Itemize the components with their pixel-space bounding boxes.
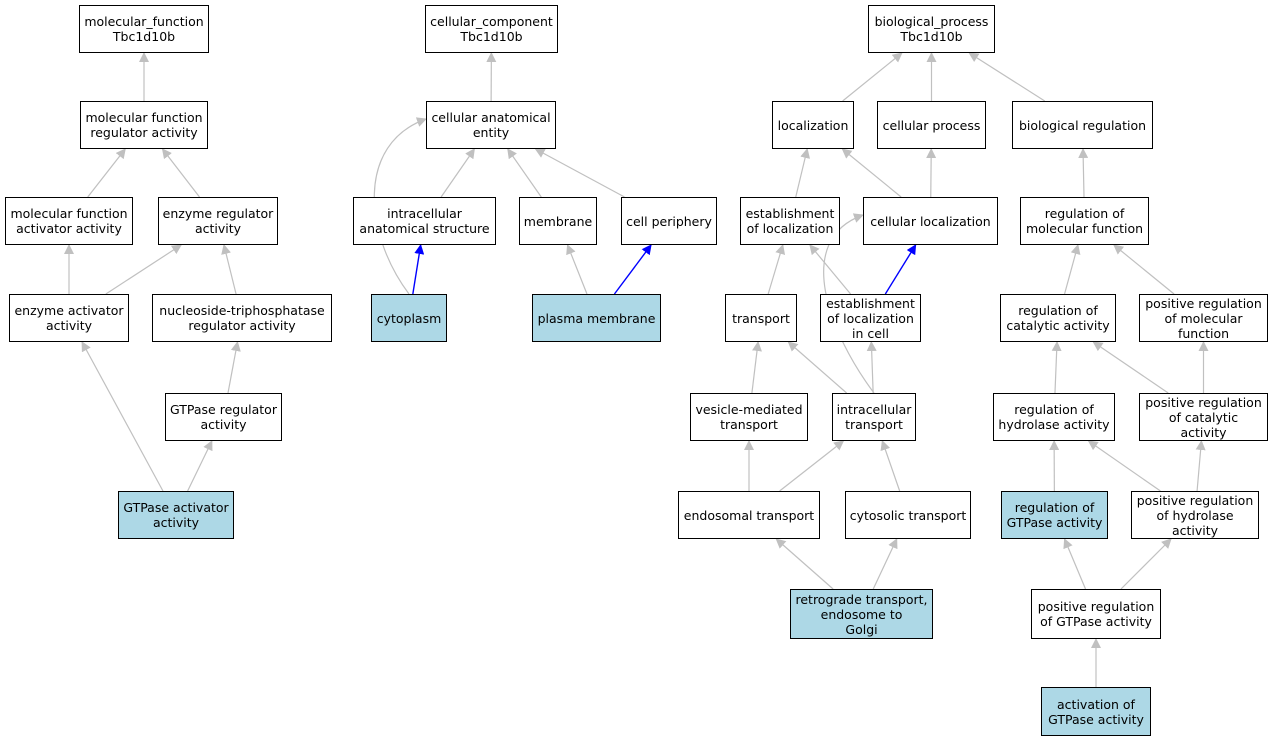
edge-intra_trans-to-cell_loc [823, 213, 875, 394]
node-cytosolic-transport[interactable]: cytosolic transport [845, 491, 971, 539]
edge-reg_cat-to-reg_mf [1063, 244, 1081, 295]
node-biological-regulation[interactable]: biological regulation [1012, 101, 1153, 149]
node-molecular-function-activator-activity[interactable]: molecular function activator activity [5, 197, 133, 245]
node-nucleoside-triphosphatase-regulator-activity[interactable]: nucleoside-triphosphatase regulator acti… [152, 294, 332, 342]
node-regulation-of-catalytic-activity[interactable]: regulation of catalytic activity [1000, 294, 1116, 342]
node-positive-regulation-of-catalytic-activity[interactable]: positive regulation of catalytic activit… [1139, 393, 1268, 441]
edge-est_loc-to-localization [795, 148, 811, 198]
node-regulation-of-gtpase-activity[interactable]: regulation of GTPase activity [1001, 491, 1108, 539]
node-localization[interactable]: localization [772, 101, 854, 149]
node-cellular-process[interactable]: cellular process [877, 101, 986, 149]
edge-cytoplasm-to-cae [373, 117, 427, 295]
node-enzyme-regulator-activity[interactable]: enzyme regulator activity [158, 197, 278, 245]
node-positive-regulation-of-molecular-function[interactable]: positive regulation of molecular functio… [1139, 294, 1268, 342]
edge-pos_reg_gtpase-to-pos_reg_hyd [1120, 538, 1172, 590]
node-vesicle-mediated-transport[interactable]: vesicle-mediated transport [690, 393, 808, 441]
node-regulation-of-hydrolase-activity[interactable]: regulation of hydrolase activity [993, 393, 1115, 441]
node-positive-regulation-of-gtpase-activity[interactable]: positive regulation of GTPase activity [1031, 589, 1161, 639]
edge-pos_reg_hyd-to-pos_reg_cat [1195, 440, 1206, 492]
edge-cell_periphery-to-cae [534, 148, 625, 198]
edge-membrane-to-cae [507, 148, 542, 198]
edge-intra_trans-to-transport [787, 341, 848, 394]
node-establishment-of-localization-in-cell[interactable]: establishment of localization in cell [820, 294, 921, 342]
edge-reg_mf-to-bio_reg [1078, 148, 1089, 198]
edge-pos_reg_hyd-to-reg_hyd [1087, 440, 1161, 492]
node-cellular-anatomical-entity[interactable]: cellular anatomical entity [426, 101, 556, 149]
edge-ntp_reg-to-enz_reg [221, 244, 237, 295]
edge-gtpase_act-to-enz_act [81, 341, 164, 492]
edge-cytosolic-to-intra_trans [880, 440, 901, 492]
edge-endosomal-to-intra_trans [779, 440, 845, 492]
edge-reg_hyd-to-reg_cat [1051, 341, 1062, 394]
node-molecular-function-root[interactable]: molecular_function Tbc1d10b [79, 5, 209, 53]
node-gtpase-activator-activity[interactable]: GTPase activator activity [118, 491, 234, 539]
node-cellular-localization[interactable]: cellular localization [863, 197, 998, 245]
edge-cytoplasm-to-ias [412, 244, 425, 295]
node-gtpase-regulator-activity[interactable]: GTPase regulator activity [165, 393, 282, 441]
edge-pos_reg_mf-to-reg_mf [1113, 244, 1175, 295]
edge-est_loc_cell-to-cell_loc [884, 244, 917, 295]
node-cytoplasm[interactable]: cytoplasm [371, 294, 447, 342]
node-molecular-function-regulator-activity[interactable]: molecular function regulator activity [80, 101, 208, 149]
edge-est_loc_cell-to-est_loc [809, 244, 852, 295]
edge-retrograde-to-cytosolic [872, 538, 898, 590]
edge-pos_reg_gtpase-to-reg_gtpase [1063, 538, 1087, 590]
node-intracellular-transport[interactable]: intracellular transport [832, 393, 916, 441]
edge-transport-to-est_loc [767, 244, 786, 295]
node-establishment-of-localization[interactable]: establishment of localization [740, 197, 840, 245]
edge-pos_reg_cat-to-reg_cat [1092, 341, 1169, 394]
edge-cell_loc-to-localization [841, 148, 902, 198]
node-cellular-component-root[interactable]: cellular_component Tbc1d10b [425, 5, 558, 53]
edge-ias-to-cae [440, 148, 475, 198]
edge-bio_reg-to-bp_root [968, 52, 1046, 102]
edge-enz_reg-to-mf_reg [161, 148, 200, 198]
edge-plasma_membrane-to-membrane [566, 244, 588, 295]
node-enzyme-activator-activity[interactable]: enzyme activator activity [9, 294, 129, 342]
node-transport[interactable]: transport [725, 294, 797, 342]
node-endosomal-transport[interactable]: endosomal transport [678, 491, 820, 539]
node-retrograde-transport-endosome-to-golgi[interactable]: retrograde transport, endosome to Golgi [790, 589, 933, 639]
edge-vesicle-to-transport [751, 341, 762, 394]
edge-enz_act-to-enz_reg [105, 244, 182, 295]
node-positive-regulation-of-hydrolase-activity[interactable]: positive regulation of hydrolase activit… [1131, 491, 1259, 539]
node-plasma-membrane[interactable]: plasma membrane [532, 294, 661, 342]
edge-gtpase_reg-to-ntp_reg [227, 341, 241, 394]
edge-plasma_membrane-to-cell_periphery [613, 244, 652, 295]
edge-retrograde-to-endosomal [775, 538, 834, 590]
node-intracellular-anatomical-structure[interactable]: intracellular anatomical structure [353, 197, 496, 245]
edge-mf_act-to-mf_reg [87, 148, 126, 198]
edge-intra_trans-to-est_loc_cell [866, 341, 877, 394]
node-membrane[interactable]: membrane [519, 197, 597, 245]
edge-gtpase_act-to-gtpase_reg [187, 440, 213, 492]
edge-localization-to-bp_root [842, 52, 903, 102]
node-regulation-of-molecular-function[interactable]: regulation of molecular function [1020, 197, 1149, 245]
edge-cell_loc-to-cellular_process [926, 148, 937, 198]
node-cell-periphery[interactable]: cell periphery [621, 197, 717, 245]
node-biological-process-root[interactable]: biological_process Tbc1d10b [868, 5, 995, 53]
node-activation-of-gtpase-activity[interactable]: activation of GTPase activity [1041, 687, 1151, 736]
